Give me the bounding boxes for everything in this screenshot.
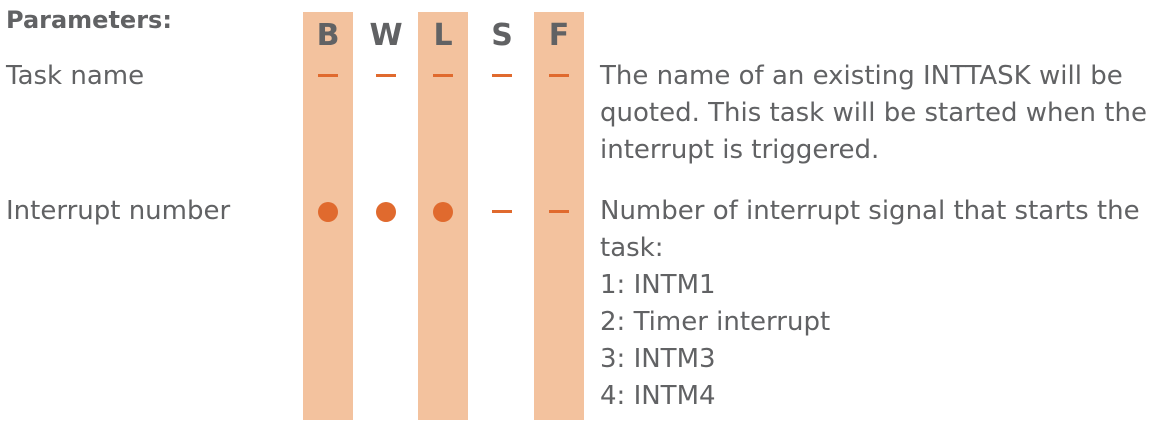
mark-task-name-s <box>477 58 527 94</box>
description-line: 4: INTM4 <box>600 381 716 411</box>
parameters-title: Parameters: <box>6 6 172 34</box>
column-stripe-f <box>534 12 584 420</box>
description-line: Number of interrupt signal that starts t… <box>600 196 1140 226</box>
mark-task-name-f <box>534 58 584 94</box>
description-line: task: <box>600 233 664 263</box>
mark-interrupt-number-b <box>303 194 353 230</box>
mark-task-name-w <box>361 58 411 94</box>
row-label-interrupt-number: Interrupt number <box>6 196 231 226</box>
column-header-b: B <box>316 18 340 53</box>
description-line: 1: INTM1 <box>600 270 716 300</box>
mark-interrupt-number-f <box>534 194 584 230</box>
column-header-s: S <box>491 18 513 53</box>
description-line: The name of an existing INTTASK will be <box>600 61 1123 91</box>
column-header-w: W <box>369 18 403 53</box>
description-line: quoted. This task will be started when t… <box>600 98 1147 128</box>
description-line: interrupt is triggered. <box>600 135 880 165</box>
description-task-name: The name of an existing INTTASK will be … <box>600 58 1160 169</box>
description-line: 2: Timer interrupt <box>600 307 831 337</box>
column-header-f: F <box>548 18 570 53</box>
mark-task-name-b <box>303 58 353 94</box>
description-line: 3: INTM3 <box>600 344 716 374</box>
mark-interrupt-number-s <box>477 194 527 230</box>
row-label-task-name: Task name <box>6 61 145 91</box>
description-interrupt-number: Number of interrupt signal that starts t… <box>600 193 1160 415</box>
mark-interrupt-number-w <box>361 194 411 230</box>
mark-interrupt-number-l <box>418 194 468 230</box>
column-header-l: L <box>433 18 453 53</box>
mark-task-name-l <box>418 58 468 94</box>
